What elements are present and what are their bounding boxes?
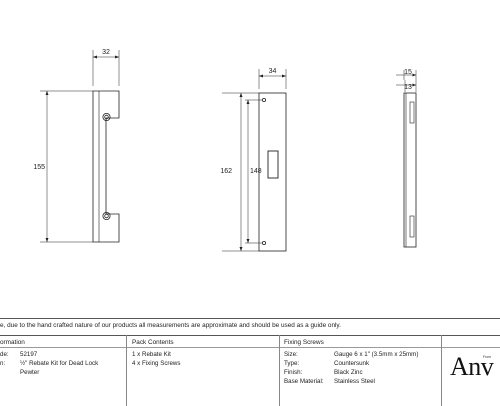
finish-value: Pewter bbox=[20, 369, 40, 376]
technical-drawing: 32 155 34 162 148 15 13 bbox=[33, 49, 417, 252]
product-code-label: de: bbox=[0, 351, 9, 358]
fixing-screws-header: Fixing Screws bbox=[284, 339, 324, 346]
pack-contents-header: Pack Contents bbox=[132, 339, 174, 346]
dim-plate-outer-height: 162 bbox=[220, 168, 232, 175]
product-code-value: 52197 bbox=[20, 351, 38, 358]
dim-side-inner: 13 bbox=[404, 84, 412, 91]
rebate-front-view bbox=[40, 50, 120, 243]
column-divider bbox=[126, 335, 127, 406]
column-divider bbox=[441, 335, 442, 406]
column-divider bbox=[279, 335, 280, 406]
logo-tagline: From bbox=[483, 355, 492, 359]
dim-front-height: 155 bbox=[33, 164, 45, 171]
product-information-header: ormation bbox=[0, 339, 25, 346]
divider bbox=[0, 335, 500, 336]
screw-size-value: Gauge 6 x 1" (3.5mm x 25mm) bbox=[334, 351, 419, 358]
screw-finish-label: Finish: bbox=[284, 369, 303, 376]
dim-side-outer: 15 bbox=[404, 69, 412, 76]
description-label: n: bbox=[0, 360, 6, 367]
screw-type-value: Countersunk bbox=[334, 360, 370, 367]
dim-plate-width: 34 bbox=[269, 68, 277, 75]
screw-size-label: Size: bbox=[284, 351, 298, 358]
side-profile-view bbox=[396, 70, 417, 248]
dim-front-width: 32 bbox=[102, 49, 110, 56]
screw-type-label: Type: bbox=[284, 360, 300, 367]
divider bbox=[0, 347, 500, 348]
pack-contents-item: 4 x Fixing Screws bbox=[132, 360, 181, 367]
divider bbox=[0, 318, 500, 319]
pack-contents-item: 1 x Rebate Kit bbox=[132, 351, 171, 358]
screw-finish-value: Black Zinc bbox=[334, 369, 363, 376]
description-value: ½" Rebate Kit for Dead Lock bbox=[20, 360, 99, 367]
base-material-value: Stainless Steel bbox=[334, 378, 375, 385]
brand-logo: Anv bbox=[450, 352, 494, 381]
strike-plate-view bbox=[222, 69, 287, 252]
measurement-disclaimer: e, due to the hand crafted nature of our… bbox=[0, 322, 341, 329]
dim-plate-inner-height: 148 bbox=[250, 168, 262, 175]
base-material-label: Base Material: bbox=[284, 378, 324, 385]
